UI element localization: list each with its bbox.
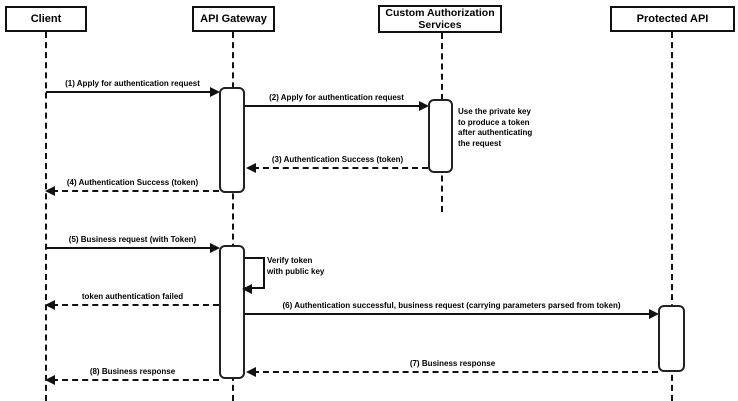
message-line [245, 105, 422, 107]
arrowhead-right-icon [210, 243, 220, 253]
self-message-label: Verify token with public key [267, 256, 325, 276]
arrowhead-left-icon [45, 186, 55, 196]
lifeline-api-gateway [232, 32, 234, 401]
message-label: (1) Apply for authentication request [65, 79, 200, 88]
arrowhead-right-icon [419, 101, 429, 111]
message-line [46, 91, 213, 93]
arrowhead-left-icon [242, 284, 252, 294]
message-label: (6) Authentication successful, business … [282, 301, 621, 310]
message-line [52, 304, 219, 306]
actor-box-api-gateway: API Gateway [192, 6, 275, 32]
arrowhead-left-icon [45, 300, 55, 310]
lifeline-client [45, 32, 47, 401]
message-line [52, 190, 219, 192]
message-label: (8) Business response [89, 367, 176, 376]
arrowhead-left-icon [246, 367, 256, 377]
message-line [245, 313, 652, 315]
lifeline-protected-api [671, 32, 673, 401]
arrowhead-right-icon [210, 87, 220, 97]
self-message-verify-token [242, 257, 265, 294]
message-label: (2) Apply for authentication request [269, 93, 404, 102]
message-line [52, 379, 219, 381]
note-use-private-key: Use the private key to produce a token a… [458, 107, 533, 148]
message-line [253, 167, 428, 169]
arrowhead-left-icon [246, 163, 256, 173]
actor-box-protected-api: Protected API [610, 6, 735, 32]
activation-protected-api [658, 305, 685, 372]
actor-box-client: Client [5, 6, 87, 32]
arrowhead-left-icon [45, 375, 55, 385]
message-label: (3) Authentication Success (token) [271, 155, 404, 164]
activation-api-gateway-auth [219, 87, 245, 193]
message-label: (4) Authentication Success (token) [66, 178, 199, 187]
message-label: (7) Business response [409, 359, 496, 368]
activation-custom-authorization-services [428, 99, 453, 173]
message-label: token authentication failed [81, 292, 184, 301]
message-label: (5) Business request (with Token) [68, 235, 197, 244]
actor-box-custom-authorization-services: Custom Authorization Services [378, 5, 502, 33]
arrowhead-right-icon [649, 309, 659, 319]
message-line [46, 247, 213, 249]
message-line [253, 371, 658, 373]
activation-api-gateway-business [219, 245, 245, 379]
